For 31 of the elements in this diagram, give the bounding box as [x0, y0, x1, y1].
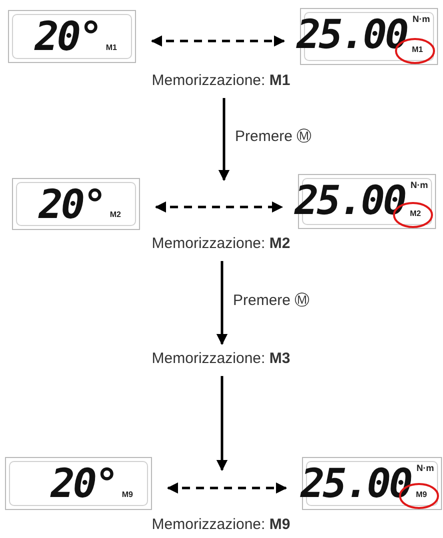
dashed-double-arrow [166, 482, 288, 494]
memory-index: M1 [106, 43, 117, 52]
memory-index: M1 [412, 45, 423, 54]
arrow [216, 261, 228, 346]
lcd-reading: 20° [38, 183, 105, 227]
lcd-reading: 25.00 [294, 179, 405, 223]
lcd-display [302, 457, 442, 510]
arrow [216, 376, 228, 472]
memory-caption: Memorizzazione: M9 [131, 516, 311, 533]
lcd-display [5, 457, 152, 510]
memory-index: M9 [122, 490, 133, 499]
dashed-double-arrow [154, 201, 284, 213]
memory-index: M9 [416, 490, 427, 499]
memory-index: M2 [110, 210, 121, 219]
memory-caption: Memorizzazione: M1 [131, 72, 311, 89]
memory-caption: Memorizzazione: M2 [131, 235, 311, 252]
dashed-double-arrow [150, 35, 286, 47]
unit-label: N·m [410, 180, 428, 190]
lcd-reading: 20° [50, 462, 117, 506]
lcd-reading: 25.00 [300, 462, 411, 506]
memory-index: M2 [410, 209, 421, 218]
lcd-display [12, 178, 140, 230]
edge-label: Premere Ⓜ [233, 290, 310, 310]
unit-label: N·m [412, 14, 430, 24]
lcd-display [8, 10, 136, 63]
edge-label: Premere Ⓜ [235, 127, 312, 146]
lcd-reading: 20° [34, 15, 101, 59]
unit-label: N·m [416, 463, 434, 473]
memory-caption: Memorizzazione: M3 [131, 350, 311, 367]
arrow [218, 98, 230, 182]
lcd-reading: 25.00 [296, 13, 407, 57]
